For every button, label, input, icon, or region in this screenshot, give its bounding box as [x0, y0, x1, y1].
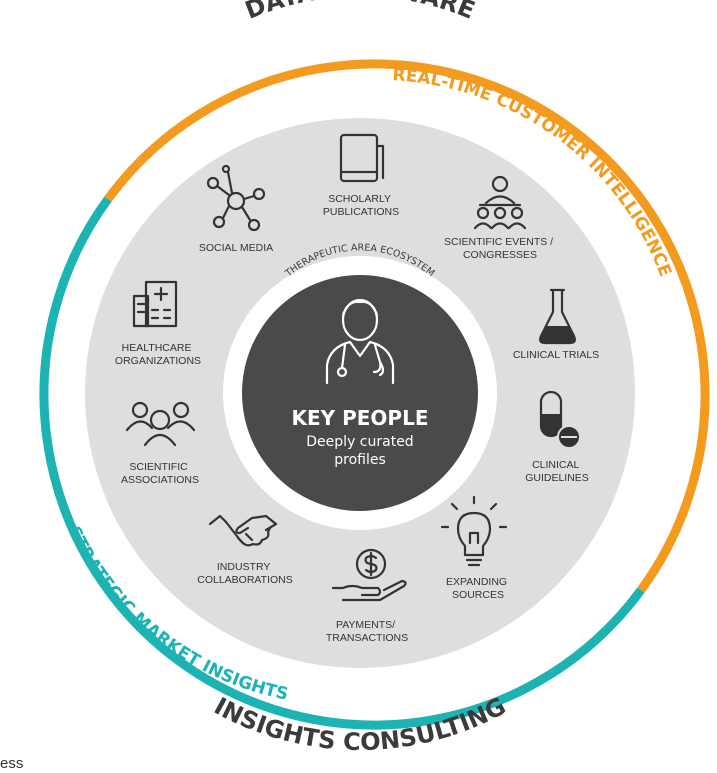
healthcare-organizations-label: HEALTHCARE ORGANIZATIONS	[115, 342, 201, 367]
scholarly-publications-label: SCHOLARLY PUBLICATIONS	[323, 193, 399, 218]
expanding-sources-label: EXPANDING SOURCES	[446, 576, 510, 601]
lightbulb-icon	[440, 495, 508, 567]
audience-icon	[473, 175, 527, 230]
teal-ring-arc	[39, 196, 645, 730]
group-icon	[125, 401, 196, 447]
footer-fragment-text: ess	[0, 755, 24, 772]
payments-transactions-label: PAYMENTS/ TRANSACTIONS	[326, 619, 408, 644]
orange-ring-arc	[104, 59, 710, 593]
social-media-label: SOCIAL MEDIA	[199, 242, 273, 254]
key-people-title: KEY PEOPLE	[292, 406, 429, 430]
scientific-associations-label: SCIENTIFIC ASSOCIATIONS	[121, 461, 199, 486]
pill-icon	[539, 390, 581, 449]
key-people-subtitle-line1: Deeply curated	[306, 434, 413, 450]
clinical-trials-label: CLINICAL TRIALS	[513, 349, 599, 361]
hospital-icon	[132, 280, 178, 328]
book-icon	[339, 133, 385, 183]
flask-icon	[539, 288, 576, 345]
network-icon	[206, 164, 266, 232]
clinical-guidelines-label: CLINICAL GUIDELINES	[525, 459, 589, 484]
key-people-circle	[242, 275, 478, 511]
handshake-icon	[208, 514, 278, 547]
key-people-subtitle-line2: profiles	[334, 452, 386, 468]
doctor-icon	[325, 298, 395, 385]
scientific-events-label: SCIENTIFIC EVENTS / CONGRESSES	[444, 236, 556, 261]
data-software-label: DATA SOFTWARE	[241, 0, 479, 25]
industry-collaborations-label: INDUSTRY COLLABORATIONS	[197, 561, 293, 586]
coin-hand-icon	[331, 548, 407, 602]
